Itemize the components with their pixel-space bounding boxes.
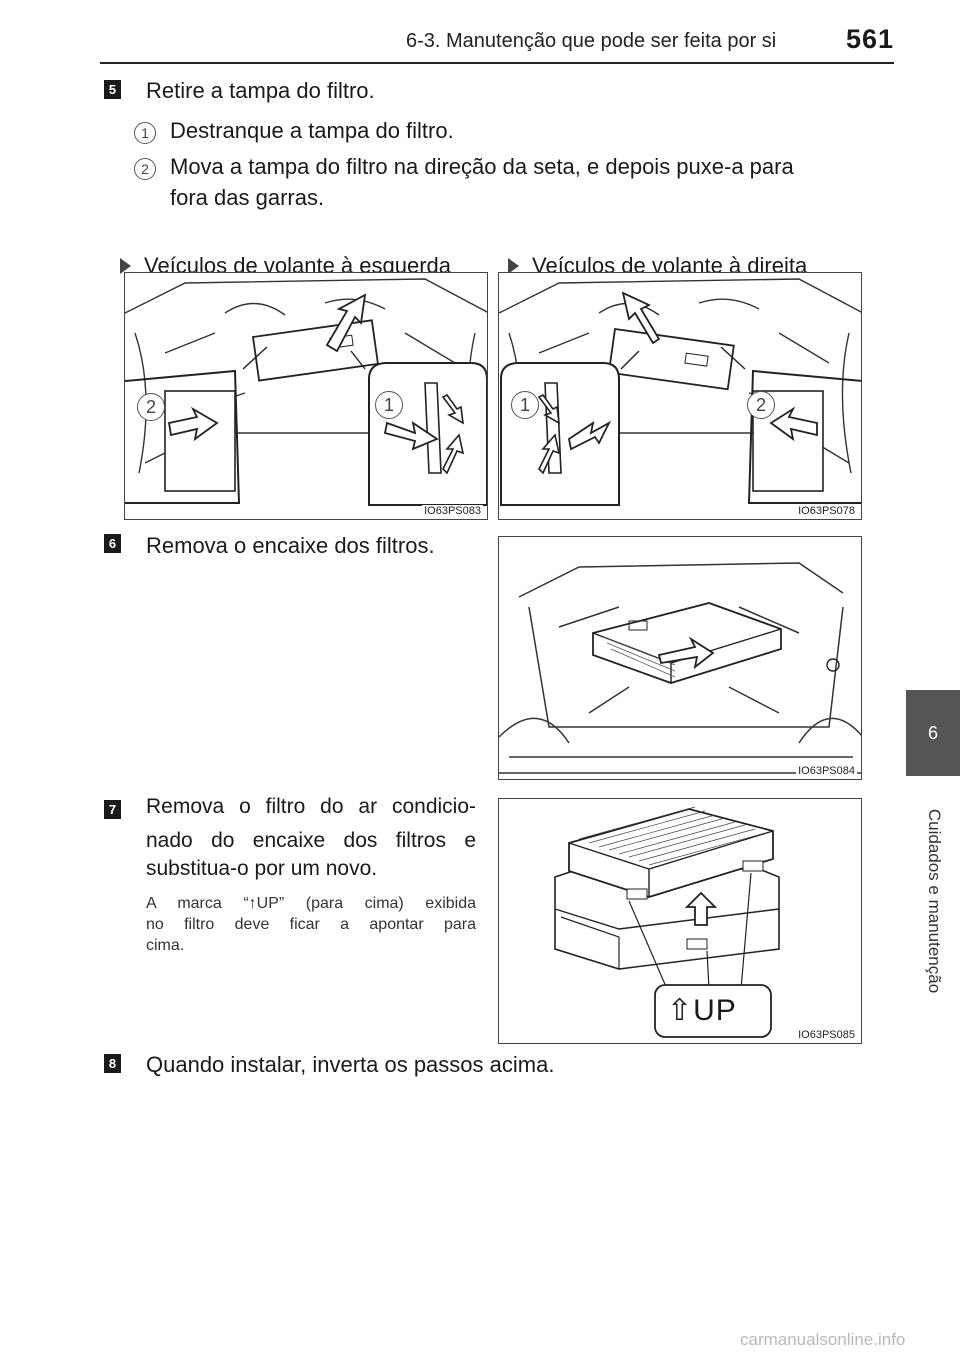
step-8-text: Quando instalar, inverta os passos acima… (146, 1052, 555, 1077)
substep-number: 1 (134, 122, 156, 144)
step-number-box: 7 (104, 800, 121, 819)
filter-cover-rhd-illustration (499, 278, 861, 506)
callout-number: 1 (375, 391, 403, 419)
up-mark: ⇧UP (667, 994, 737, 1027)
substep-number: 2 (134, 158, 156, 180)
substep-2-text: Mova a tampa do filtro na direção da set… (170, 154, 794, 179)
triangle-bullet-icon (120, 258, 131, 274)
chapter-label: Cuidados e manutenção (914, 786, 954, 1016)
running-header: 6-3. Manutenção que pode ser feita por s… (406, 30, 777, 52)
step-number-box: 8 (104, 1054, 121, 1073)
watermark: carmanualsonline.info (740, 1330, 906, 1349)
figure-code: IO63PS085 (796, 1029, 857, 1041)
substep-1-text: Destranque a tampa do filtro. (170, 118, 454, 143)
figure-filter-cover-rhd: 1 2 IO63PS078 (498, 272, 862, 520)
filter-replacement-illustration (554, 806, 780, 1038)
note-line: A marca “↑UP” (para cima) exibida (146, 895, 476, 912)
chapter-number: 6 (927, 722, 938, 743)
step-number-box: 5 (104, 80, 121, 99)
filter-holder-illustration (499, 562, 861, 774)
step-5-text: Retire a tampa do filtro. (146, 78, 375, 103)
figure-code: IO63PS084 (796, 765, 857, 777)
step-7-line: Remova o filtro do ar condicio- (146, 795, 476, 818)
substep-2-text-cont: fora das garras. (170, 185, 325, 210)
step-7-line: nado do encaixe dos filtros e (146, 829, 476, 852)
figure-filter-cover-lhd: 2 1 IO63PS083 (124, 272, 488, 520)
figure-replace-filter: ⇧UP IO63PS085 (498, 798, 862, 1044)
step-6-text: Remova o encaixe dos filtros. (146, 533, 435, 558)
callout-number: 2 (747, 391, 775, 419)
note-line: no filtro deve ficar a apontar para (146, 916, 476, 933)
callout-number: 2 (137, 393, 165, 421)
chapter-label-text: Cuidados e manutenção (925, 808, 945, 994)
figure-code: IO63PS078 (796, 505, 857, 517)
figure-remove-filter-holder: IO63PS084 (498, 536, 862, 780)
step-number-box: 6 (104, 534, 121, 553)
figure-code: IO63PS083 (422, 505, 483, 517)
triangle-bullet-icon (508, 258, 519, 274)
step-7-line: substitua-o por um novo. (146, 857, 378, 880)
header-rule (100, 62, 894, 64)
filter-cover-lhd-illustration (125, 278, 487, 506)
chapter-tab: 6 (906, 690, 960, 776)
note-line: cima. (146, 937, 185, 954)
page-number: 561 (846, 24, 895, 54)
callout-number: 1 (511, 391, 539, 419)
